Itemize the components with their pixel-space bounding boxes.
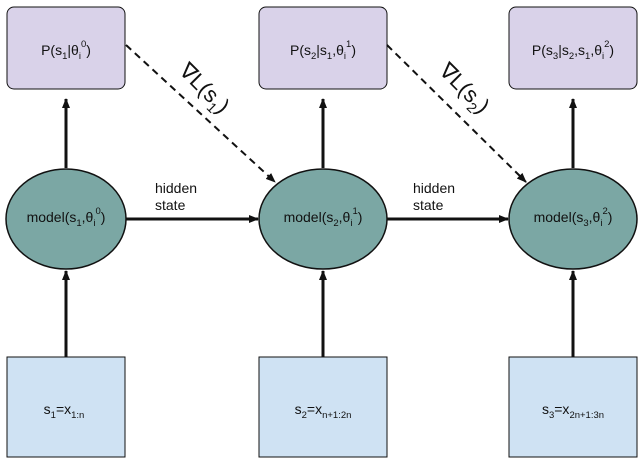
input-box-1 — [6, 356, 126, 458]
input-label-2: s2=xn+1:2n — [295, 401, 352, 421]
hidden-state-label-1: hidden state — [155, 180, 201, 213]
model-node-1 — [5, 168, 127, 270]
output-box-3 — [508, 6, 638, 90]
output-box-2 — [258, 6, 388, 90]
hidden-state-label-2: hidden state — [413, 180, 459, 213]
gradient-label-1: ∇L(s1) — [171, 57, 235, 121]
model-node-2 — [258, 168, 388, 270]
output-box-1 — [6, 6, 126, 90]
input-label-1: s1=x1:n — [44, 401, 85, 421]
gradient-arrow-2 — [386, 44, 527, 183]
output-label-1: P(s1|θi0) — [41, 39, 91, 62]
model-label-3: model(s3,θi2) — [534, 206, 613, 229]
output-label-2: P(s2|s1,θi1) — [290, 39, 356, 62]
output-label-3: P(s3|s2,s1,θi2) — [532, 39, 614, 62]
input-box-3 — [508, 356, 638, 458]
gradient-label-2: ∇L(s2) — [431, 57, 495, 121]
model-label-2: model(s2,θi1) — [284, 206, 363, 229]
input-box-2 — [258, 356, 388, 458]
input-label-3: s3=x2n+1:3n — [542, 401, 604, 421]
model-label-1: model(s1,θi0) — [27, 206, 106, 229]
model-node-3 — [508, 168, 638, 270]
gradient-arrow-1 — [125, 44, 276, 183]
